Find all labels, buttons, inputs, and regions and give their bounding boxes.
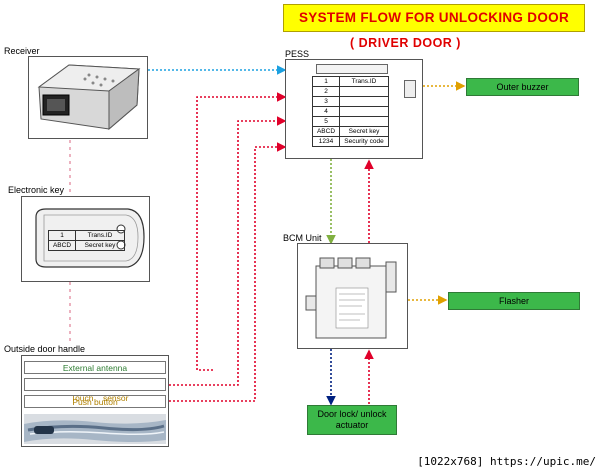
- pess-value-cell: [339, 116, 389, 127]
- pess-index-cell: 1: [312, 76, 340, 87]
- pess-value-cell: Trans.ID: [339, 76, 389, 87]
- actuator-line1: Door lock/ unlock: [317, 409, 387, 419]
- pess-value-cell: Secret key: [339, 126, 389, 137]
- title-banner: SYSTEM FLOW FOR UNLOCKING DOOR: [283, 4, 585, 32]
- key-index-cell: 1: [48, 230, 76, 241]
- receiver-module-image: [37, 64, 141, 131]
- pess-row: 5: [312, 116, 389, 127]
- pess-value-cell: [339, 86, 389, 97]
- outer-buzzer-box: Outer buzzer: [466, 78, 579, 96]
- pess-index-cell: 5: [312, 116, 340, 127]
- watermark-text: [1022x768] https://upic.me/: [415, 455, 598, 468]
- push-button-label: Push button: [72, 397, 118, 407]
- external-antenna-label: External antenna: [62, 363, 128, 373]
- link-sensor-pess: [165, 116, 287, 386]
- outside-door-handle-label: Outside door handle: [4, 344, 86, 354]
- bcm-module-image: [305, 257, 397, 339]
- external-antenna-row: External antenna: [24, 361, 166, 374]
- receiver-label: Receiver: [4, 46, 40, 56]
- door-handle-photo: [24, 414, 166, 444]
- actuator-line2: actuator: [335, 420, 369, 430]
- pess-index-cell: 1234: [312, 136, 340, 147]
- pess-row: 4: [312, 106, 389, 117]
- link-antenna-pess: [196, 92, 287, 371]
- pess-connector: [316, 64, 388, 74]
- outside-door-handle-panel: External antenna Touch sensor Push butto…: [21, 355, 169, 447]
- pess-row: 2: [312, 86, 389, 97]
- link-button-pess: [165, 142, 287, 402]
- diagram-title: SYSTEM FLOW FOR UNLOCKING DOOR: [299, 10, 569, 25]
- key-value-cell: Secret key: [75, 240, 125, 251]
- pess-value-cell: [339, 96, 389, 107]
- diagram-subtitle: ( DRIVER DOOR ): [350, 36, 461, 50]
- electronic-key-label: Electronic key: [8, 185, 65, 195]
- push-button-row: Push button: [24, 395, 166, 408]
- pess-value-cell: Security code: [339, 136, 389, 147]
- flasher-box: Flasher: [448, 292, 580, 310]
- pess-value-cell: [339, 106, 389, 117]
- key-value-cell: Trans.ID: [75, 230, 125, 241]
- receiver-panel: [28, 56, 148, 139]
- key-index-cell: ABCD: [48, 240, 76, 251]
- pess-index-cell: 2: [312, 86, 340, 97]
- door-lock-actuator-box: Door lock/ unlock actuator: [307, 405, 397, 435]
- touch-sensor-label: Touch sensor: [70, 393, 129, 403]
- touch-sensor-row: Touch sensor: [24, 378, 166, 403]
- pess-index-cell: ABCD: [312, 126, 340, 137]
- pess-tab: [404, 80, 416, 98]
- pess-row: 3: [312, 96, 389, 107]
- bcm-unit-label: BCM Unit: [283, 233, 322, 243]
- pess-index-cell: 4: [312, 106, 340, 117]
- bcm-unit-panel: [297, 243, 408, 349]
- pess-index-cell: 3: [312, 96, 340, 107]
- pess-label: PESS: [285, 49, 310, 59]
